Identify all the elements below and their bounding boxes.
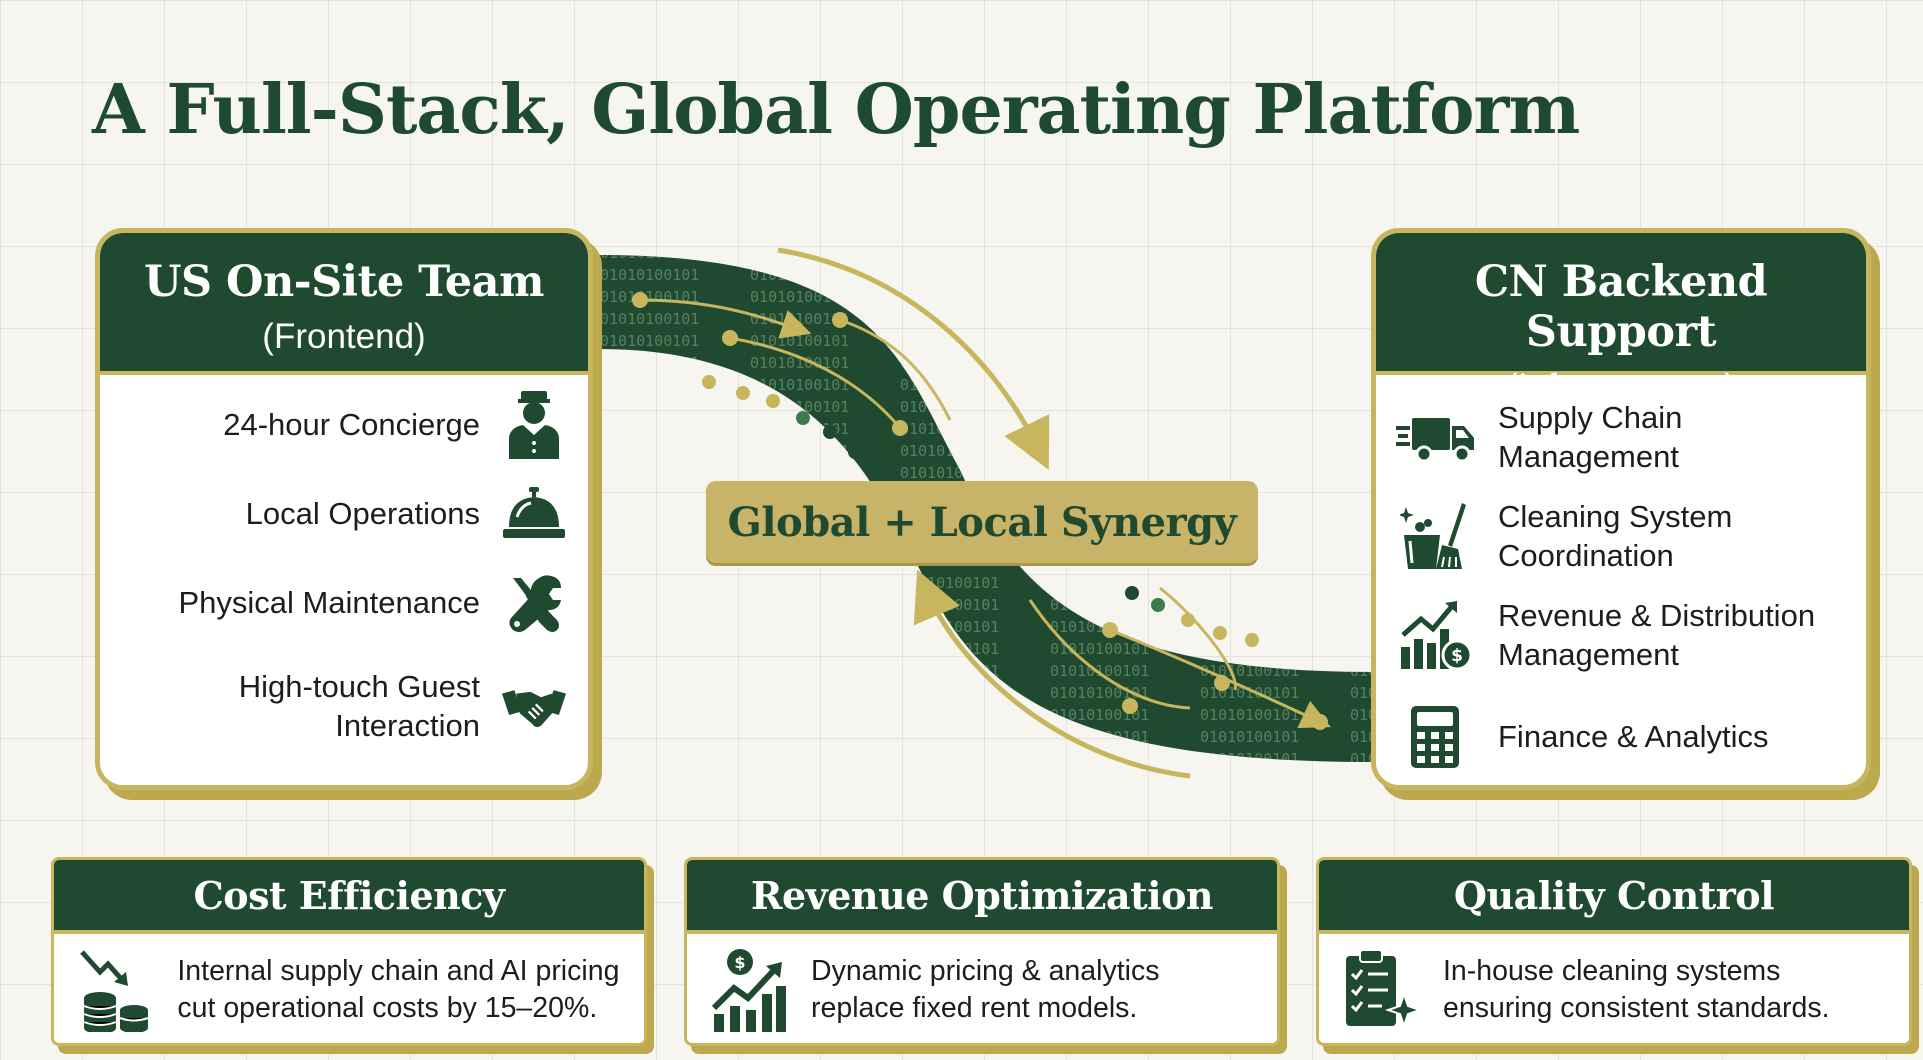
service-bell-icon bbox=[502, 482, 566, 546]
cn-item-supply-chain: Supply Chain Management bbox=[1392, 398, 1738, 477]
benefit-title: Revenue Optimization bbox=[687, 860, 1277, 934]
growth-chart-dollar-icon: $ bbox=[1392, 601, 1478, 671]
us-item-guest-interaction: High-touch Guest Interaction bbox=[180, 668, 566, 746]
svg-text:$: $ bbox=[734, 953, 745, 972]
checklist-clipboard-icon bbox=[1339, 948, 1423, 1032]
flow-arrow-down bbox=[777, 247, 1050, 470]
cleaning-bucket-broom-icon bbox=[1392, 502, 1478, 570]
synergy-label: Global + Local Synergy bbox=[706, 481, 1258, 563]
benefit-revenue-optimization: Revenue Optimization $ Dynamic pricing &… bbox=[684, 857, 1280, 1046]
cn-item-label: Finance & Analytics bbox=[1498, 719, 1769, 755]
calculator-icon bbox=[1392, 703, 1478, 771]
cn-team-title: CN Backend Support bbox=[1474, 257, 1768, 357]
svg-text:$: $ bbox=[1451, 646, 1463, 666]
benefit-title: Quality Control bbox=[1319, 860, 1909, 934]
cn-item-label: Cleaning System Coordination bbox=[1498, 499, 1733, 574]
benefit-title: Cost Efficiency bbox=[54, 860, 644, 934]
us-team-title: US On-Site Team bbox=[144, 257, 544, 307]
handshake-icon bbox=[502, 675, 566, 739]
cn-item-label: Supply Chain Management bbox=[1498, 400, 1683, 475]
rising-revenue-chart-icon: $ bbox=[707, 948, 791, 1032]
us-item-concierge: 24-hour Concierge bbox=[223, 391, 566, 459]
falling-cost-coins-icon bbox=[74, 948, 157, 1032]
benefit-text: Internal supply chain and AI pricing cut… bbox=[177, 955, 620, 1024]
benefit-quality-control: Quality Control In-house cleaning system… bbox=[1316, 857, 1912, 1046]
benefit-body: $ Dynamic pricing & analytics replace fi… bbox=[687, 934, 1277, 1043]
benefit-text: In-house cleaning systems ensuring consi… bbox=[1443, 955, 1830, 1024]
benefit-body: In-house cleaning systems ensuring consi… bbox=[1319, 934, 1909, 1043]
benefit-body: Internal supply chain and AI pricing cut… bbox=[54, 934, 644, 1043]
delivery-truck-icon bbox=[1392, 403, 1478, 471]
us-item-label: 24-hour Concierge bbox=[223, 406, 480, 442]
concierge-person-icon bbox=[502, 391, 566, 459]
us-onsite-team-card: US On-Site Team (Frontend) 24-hour Conci… bbox=[95, 228, 593, 790]
data-stream-band bbox=[598, 255, 1375, 762]
cn-item-revenue-distribution: $ Revenue & Distribution Management bbox=[1392, 596, 1866, 675]
cn-backend-support-card: CN Backend Support (Infrastructure) Supp… bbox=[1371, 228, 1871, 790]
wrench-screwdriver-icon bbox=[502, 571, 566, 635]
stream-dots-top bbox=[632, 292, 952, 459]
us-item-label: Physical Maintenance bbox=[178, 584, 480, 620]
benefit-text: Dynamic pricing & analytics replace fixe… bbox=[811, 955, 1160, 1024]
cn-team-subtitle: (Infrastructure) bbox=[1506, 367, 1736, 406]
cn-item-finance-analytics: Finance & Analytics bbox=[1392, 703, 1769, 771]
flow-arrow-up bbox=[913, 569, 1191, 779]
us-item-label: Local Operations bbox=[245, 495, 480, 531]
stream-dots-bottom bbox=[1028, 586, 1331, 730]
us-team-subtitle: (Frontend) bbox=[262, 317, 426, 356]
cn-team-header: CN Backend Support (Infrastructure) bbox=[1376, 233, 1866, 406]
benefit-cost-efficiency: Cost Efficiency Internal supply chain an… bbox=[51, 857, 647, 1046]
cn-item-label: Revenue & Distribution Management bbox=[1498, 598, 1816, 673]
us-item-local-operations: Local Operations bbox=[246, 482, 566, 546]
cn-item-cleaning-system: Cleaning System Coordination bbox=[1392, 497, 1778, 576]
us-item-physical-maintenance: Physical Maintenance bbox=[178, 571, 566, 635]
us-item-label: High-touch Guest Interaction bbox=[238, 669, 480, 743]
us-team-header: US On-Site Team (Frontend) bbox=[100, 233, 588, 375]
page-title: A Full-Stack, Global Operating Platform bbox=[92, 70, 1580, 150]
